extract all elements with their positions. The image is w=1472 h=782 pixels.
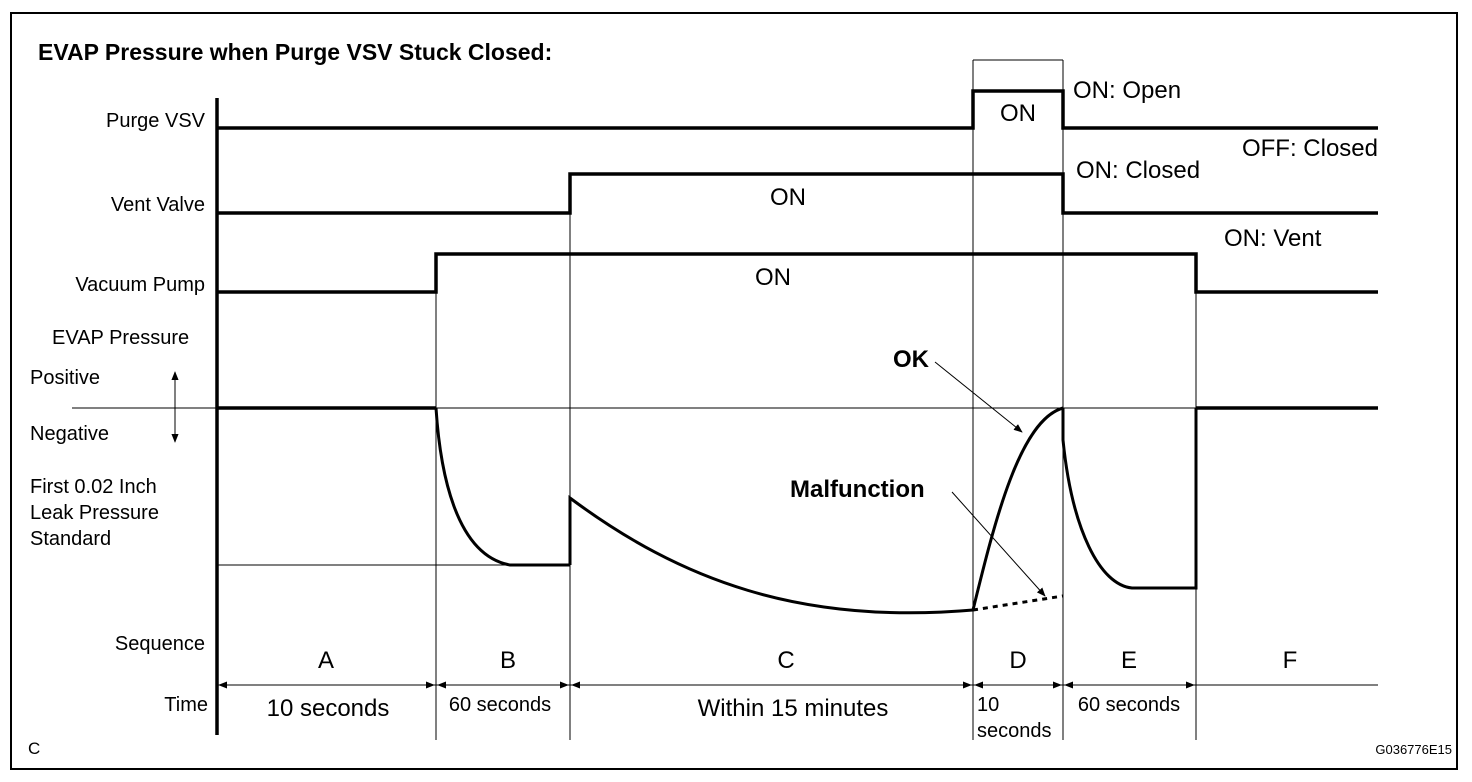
ok-annotation: OK	[893, 346, 930, 373]
sequence-f: F	[1283, 647, 1298, 674]
diagram-title: EVAP Pressure when Purge VSV Stuck Close…	[38, 39, 552, 65]
duration-b: 60 seconds	[449, 694, 551, 716]
purge-vsv-signal	[217, 89, 1378, 130]
purge-off-closed-label: OFF: Closed	[1242, 135, 1378, 162]
reference-lines	[72, 407, 1378, 686]
evap-pressure-trace	[217, 406, 1378, 615]
label-evap-pressure: EVAP Pressure	[52, 327, 189, 349]
duration-c: Within 15 minutes	[698, 695, 889, 722]
vent-on-vent-label: ON: Vent	[1224, 225, 1322, 252]
label-vacuum-pump: Vacuum Pump	[75, 274, 205, 296]
label-time: Time	[164, 694, 208, 716]
pressure-ok-curve	[971, 406, 1064, 611]
sequence-e: E	[1121, 647, 1137, 674]
pressure-seg-b	[434, 407, 570, 567]
label-purge-vsv: Purge VSV	[106, 110, 206, 132]
sequence-labels: A B C D E F	[318, 647, 1297, 674]
corner-label: C	[28, 739, 40, 758]
label-positive: Positive	[30, 367, 100, 389]
label-leak-standard-1: First 0.02 Inch	[30, 476, 157, 498]
duration-d-line1: 10	[977, 694, 999, 716]
vacuum-pump-on-label: ON	[755, 264, 791, 291]
vacuum-pump-signal	[217, 252, 1378, 294]
purge-vsv-on-label: ON	[1000, 100, 1036, 127]
pressure-seg-c	[568, 495, 974, 615]
duration-labels: 10 seconds 60 seconds Within 15 minutes …	[267, 694, 1181, 742]
label-leak-standard-3: Standard	[30, 528, 111, 550]
phase-guides	[215, 59, 1197, 740]
sequence-a: A	[318, 647, 334, 674]
sequence-d: D	[1009, 647, 1026, 674]
diagram-frame	[10, 12, 1458, 770]
label-leak-standard-2: Leak Pressure	[30, 502, 159, 524]
label-negative: Negative	[30, 423, 109, 445]
purge-on-open-label: ON: Open	[1073, 77, 1181, 104]
pressure-seg-e	[1061, 408, 1198, 590]
duration-e: 60 seconds	[1078, 694, 1180, 716]
row-labels: Purge VSV Vent Valve Vacuum Pump EVAP Pr…	[30, 110, 208, 716]
ok-arrow	[934, 361, 1023, 433]
vent-on-closed-label: ON: Closed	[1076, 157, 1200, 184]
duration-a: 10 seconds	[267, 695, 390, 722]
vent-valve-on-label: ON	[770, 184, 806, 211]
label-sequence: Sequence	[115, 633, 205, 655]
vent-valve-signal	[217, 172, 1378, 215]
malfunction-annotation: Malfunction	[790, 476, 925, 503]
duration-d-line2: seconds	[977, 720, 1052, 742]
figure-code: G036776E15	[1375, 742, 1452, 757]
malfunction-arrow	[951, 491, 1046, 597]
sequence-c: C	[777, 647, 794, 674]
label-vent-valve: Vent Valve	[111, 194, 205, 216]
sequence-b: B	[500, 647, 516, 674]
pressure-malfunction-curve	[972, 594, 1064, 612]
